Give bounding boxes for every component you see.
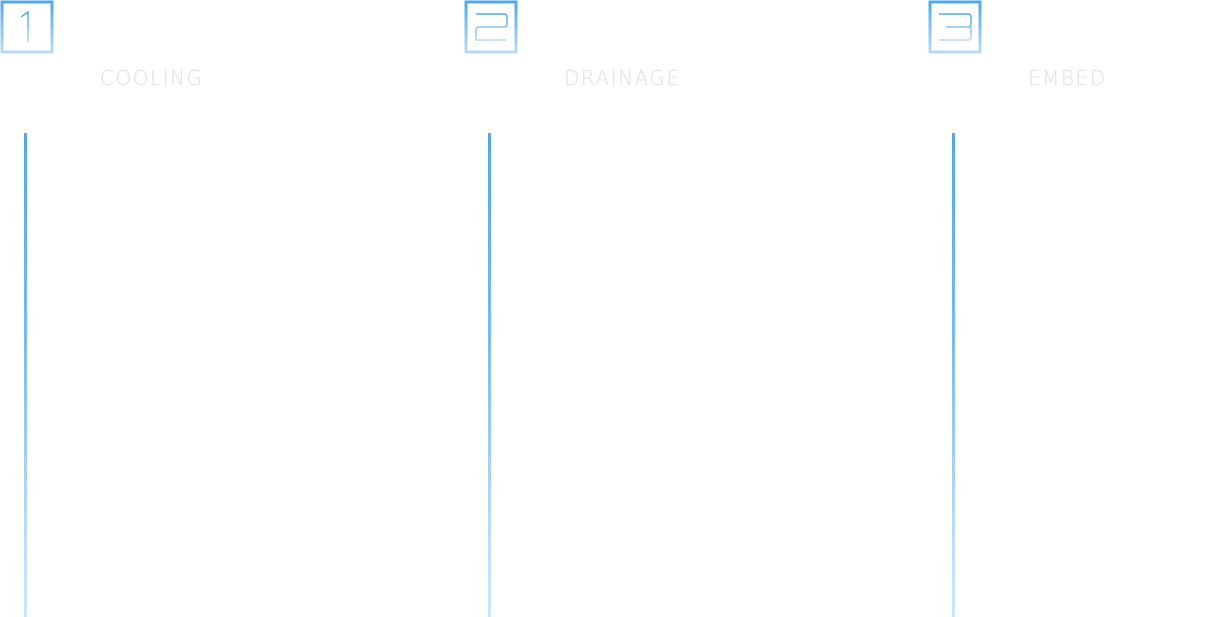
step-label: COOLING xyxy=(100,66,204,90)
step-number-badge: 2 xyxy=(464,0,518,54)
step-embed: 3 EMBED xyxy=(928,0,1206,617)
step-label: EMBED xyxy=(1028,66,1107,90)
number-3-icon xyxy=(928,0,982,54)
step-divider xyxy=(488,133,491,617)
step-label: DRAINAGE xyxy=(564,66,681,90)
number-2-icon xyxy=(464,0,518,54)
step-number-badge: 3 xyxy=(928,0,982,54)
step-divider xyxy=(24,133,27,617)
step-cooling: 1 COOLING xyxy=(0,0,380,617)
step-divider xyxy=(952,133,955,617)
step-drainage: 2 DRAINAGE xyxy=(464,0,844,617)
number-1-icon xyxy=(0,0,54,54)
step-number-badge: 1 xyxy=(0,0,54,54)
